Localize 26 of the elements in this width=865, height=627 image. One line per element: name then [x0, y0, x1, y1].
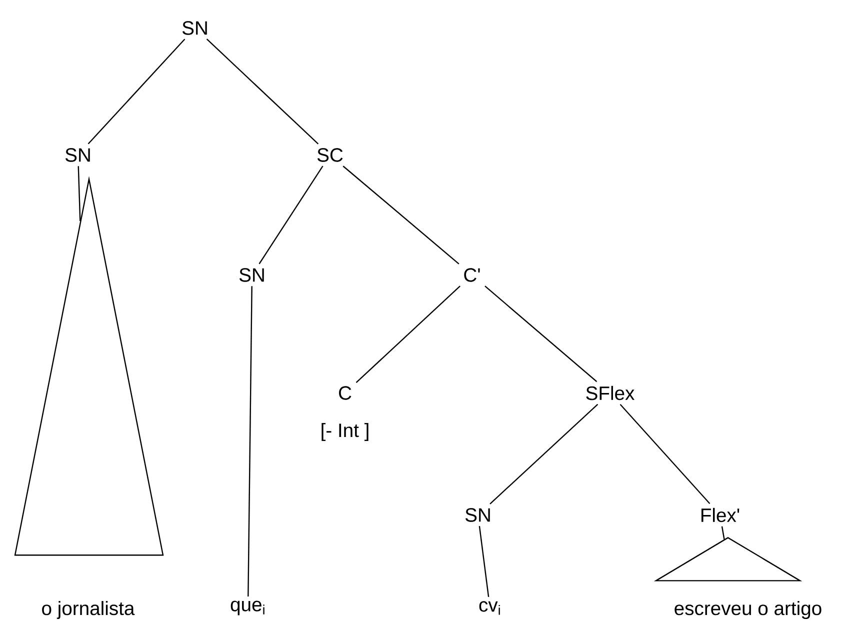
feature-label: o jornalista	[42, 600, 135, 619]
branch-line	[258, 166, 324, 264]
branch-line	[478, 526, 490, 597]
category-label: SN	[65, 148, 90, 162]
category-label: que$_{i}$	[230, 600, 264, 616]
category-label: C'	[464, 268, 480, 282]
branch-line	[206, 38, 319, 144]
branch-line	[342, 166, 460, 264]
branch-line	[490, 404, 598, 504]
branch-line	[484, 286, 598, 382]
branch-line	[620, 404, 710, 504]
feature-label: [- Int ]	[322, 422, 368, 441]
branch-line	[721, 526, 725, 540]
feature-label: escreveu o artigo	[674, 600, 822, 619]
branch-line	[88, 38, 186, 144]
category-label: C	[339, 386, 352, 400]
category-label: Flex'	[701, 508, 740, 522]
branch-line	[78, 166, 81, 221]
branch-line	[356, 286, 460, 383]
category-label: SN	[465, 508, 490, 522]
category-label: SC	[317, 148, 343, 162]
category-label: SN	[182, 21, 207, 35]
category-label: cv$_{i}$	[479, 601, 500, 615]
branch-line	[248, 286, 252, 597]
category-label: SN	[239, 268, 264, 282]
category-label: SFlex	[586, 386, 635, 400]
